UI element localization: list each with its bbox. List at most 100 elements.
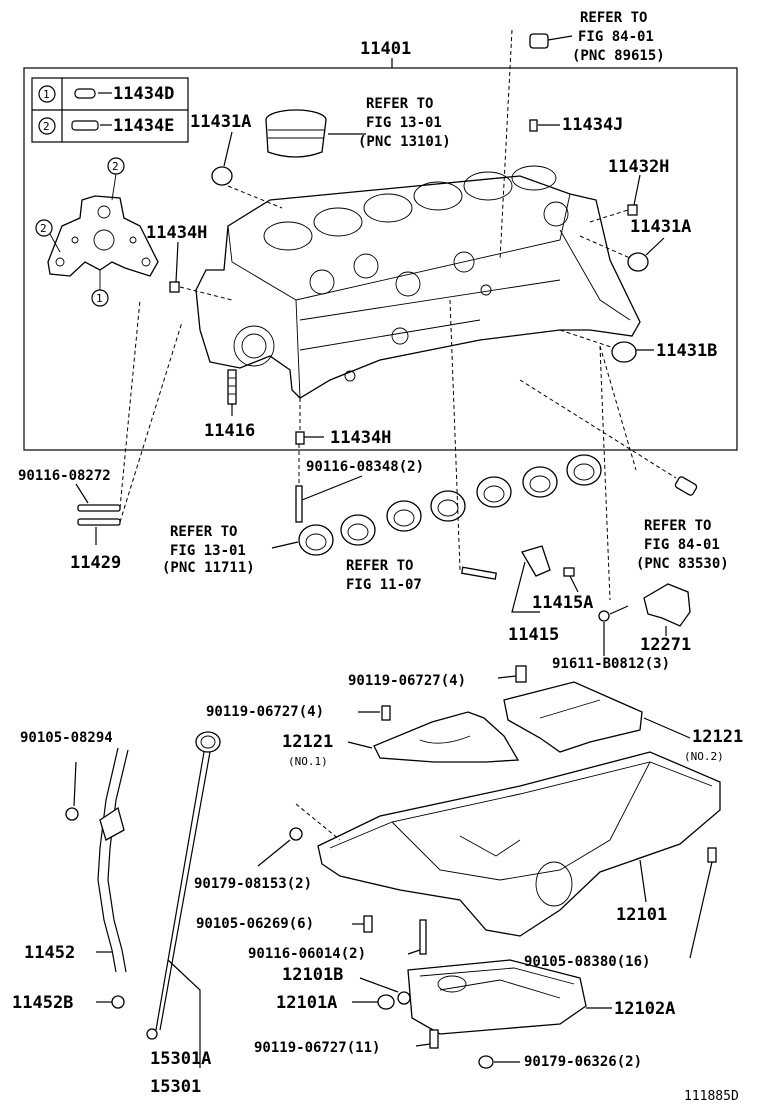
label-11415A: 11415A xyxy=(532,593,593,613)
label-90105-06269: 90105-06269(6) xyxy=(196,916,314,932)
block-assembly-frame xyxy=(23,67,738,451)
baffle-12121-no1 xyxy=(347,705,520,763)
svg-text:(PNC 83530): (PNC 83530) xyxy=(636,556,729,572)
plug-11431A-right xyxy=(627,252,649,272)
label-15301A: 15301A xyxy=(150,1049,211,1069)
ref-11711: REFER TO FIG 13-01 (PNC 11711) xyxy=(162,524,255,576)
label-12102A: 12102A xyxy=(614,999,675,1019)
stud-90116-08348 xyxy=(295,444,363,523)
label-11434H-bottom: 11434H xyxy=(330,428,391,448)
ref-13101: REFER TO FIG 13-01 (PNC 13101) xyxy=(358,96,451,150)
rear-plate-drawing: 2 2 1 xyxy=(35,157,159,307)
svg-text:2: 2 xyxy=(43,120,50,133)
svg-text:REFER TO: REFER TO xyxy=(170,524,237,540)
sensor-89615 xyxy=(499,29,573,261)
oil-jet-11415 xyxy=(511,545,579,613)
label-12101A: 12101A xyxy=(276,993,337,1013)
svg-text:(PNC 13101): (PNC 13101) xyxy=(358,134,451,150)
label-11415: 11415 xyxy=(508,625,559,645)
svg-text:FIG 13-01: FIG 13-01 xyxy=(366,115,442,131)
assembly-label: 11401 xyxy=(360,39,411,59)
pin-11432H xyxy=(627,204,638,216)
bolt-11416 xyxy=(227,369,237,416)
label-12121-no1-sub: (NO.1) xyxy=(288,755,328,768)
stud-90116-06014 xyxy=(419,919,427,955)
label-11452B: 11452B xyxy=(12,993,73,1013)
dipstick-15301 xyxy=(146,731,221,1068)
label-90105-08380: 90105-08380(16) xyxy=(524,954,650,970)
svg-text:1: 1 xyxy=(96,292,103,305)
label-12101B: 12101B xyxy=(282,965,343,985)
svg-text:(PNC 11711): (PNC 11711) xyxy=(162,560,255,576)
label-90179-06326: 90179-06326(2) xyxy=(524,1054,642,1070)
svg-text:REFER TO: REFER TO xyxy=(644,518,711,534)
legend-marker-2 xyxy=(38,117,56,135)
piston-drawing xyxy=(265,109,366,158)
baffle-12121-no2 xyxy=(497,665,691,753)
bolt-90119-06727-11 xyxy=(429,1029,439,1049)
svg-text:FIG 84-01: FIG 84-01 xyxy=(644,537,720,553)
washer-12101A xyxy=(377,994,395,1010)
ref-89615: REFER TO FIG 84-01 (PNC 89615) xyxy=(572,10,665,64)
svg-text:FIG 13-01: FIG 13-01 xyxy=(170,543,246,559)
stud-11-07 xyxy=(449,299,498,580)
pin-11434H-left xyxy=(169,281,180,293)
label-11431B: 11431B xyxy=(656,341,717,361)
label-90119-06727-b: 90119-06727(4) xyxy=(206,704,324,720)
label-12121-no1: 12121 xyxy=(282,732,333,752)
plug-12101B xyxy=(397,991,411,1005)
cylinder-block-drawing xyxy=(195,165,641,399)
label-11416: 11416 xyxy=(204,421,255,441)
oil-pan-12101 xyxy=(257,751,721,959)
svg-text:REFER TO: REFER TO xyxy=(346,558,413,574)
svg-text:2: 2 xyxy=(40,222,47,235)
ref-83530: REFER TO FIG 84-01 (PNC 83530) xyxy=(636,518,729,572)
label-90116-08272: 90116-08272 xyxy=(18,468,111,484)
label-12121-no2: 12121 xyxy=(692,727,743,747)
svg-text:FIG 11-07: FIG 11-07 xyxy=(346,577,422,593)
bearings-row xyxy=(271,454,602,556)
label-11432H: 11432H xyxy=(608,157,669,177)
label-11429: 11429 xyxy=(70,553,121,573)
label-12271: 12271 xyxy=(640,635,691,655)
svg-text:1: 1 xyxy=(43,88,50,101)
studs-11429 xyxy=(75,299,183,545)
label-15301: 15301 xyxy=(150,1077,201,1097)
label-12101: 12101 xyxy=(616,905,667,925)
plug-90179-06326 xyxy=(478,1055,494,1069)
dipstick-guide-11452 xyxy=(65,747,129,1009)
legend-table: 1 11434D 2 11434E xyxy=(31,77,189,143)
label-11434H-left: 11434H xyxy=(146,223,207,243)
legend-part-2: 11434E xyxy=(113,116,174,136)
pin-icon xyxy=(71,120,99,131)
svg-text:REFER TO: REFER TO xyxy=(366,96,433,112)
bolt-90105-06269 xyxy=(363,915,373,933)
plug-11431B xyxy=(611,341,637,363)
svg-text:(PNC 89615): (PNC 89615) xyxy=(572,48,665,64)
diagram-code: 111885D xyxy=(684,1089,739,1104)
pin-11434H-bottom xyxy=(295,431,305,445)
label-12121-no2-sub: (NO.2) xyxy=(684,750,724,763)
label-11431A-right: 11431A xyxy=(630,217,691,237)
pin-11434J xyxy=(529,119,538,132)
label-90116-08348: 90116-08348(2) xyxy=(306,459,424,475)
oil-pan-12102A xyxy=(407,959,612,1035)
sensor-83530 xyxy=(519,345,698,601)
label-90116-06014: 90116-06014(2) xyxy=(248,946,366,962)
label-90105-08294: 90105-08294 xyxy=(20,730,113,746)
bracket-12271 xyxy=(598,583,691,656)
svg-text:FIG 84-01: FIG 84-01 xyxy=(578,29,654,45)
plug-11431A-top xyxy=(211,131,283,209)
label-91611-B0812: 91611-B0812(3) xyxy=(552,656,670,672)
label-90179-08153: 90179-08153(2) xyxy=(194,876,312,892)
legend-part-1: 11434D xyxy=(113,84,174,104)
legend-marker-1 xyxy=(38,85,56,103)
svg-text:2: 2 xyxy=(112,160,119,173)
label-90119-06727-a: 90119-06727(4) xyxy=(348,673,466,689)
label-90119-06727-11: 90119-06727(11) xyxy=(254,1040,380,1056)
label-11434J: 11434J xyxy=(562,115,623,135)
ref-1107: REFER TO FIG 11-07 xyxy=(346,558,422,593)
pin-icon xyxy=(74,88,96,99)
label-11452: 11452 xyxy=(24,943,75,963)
